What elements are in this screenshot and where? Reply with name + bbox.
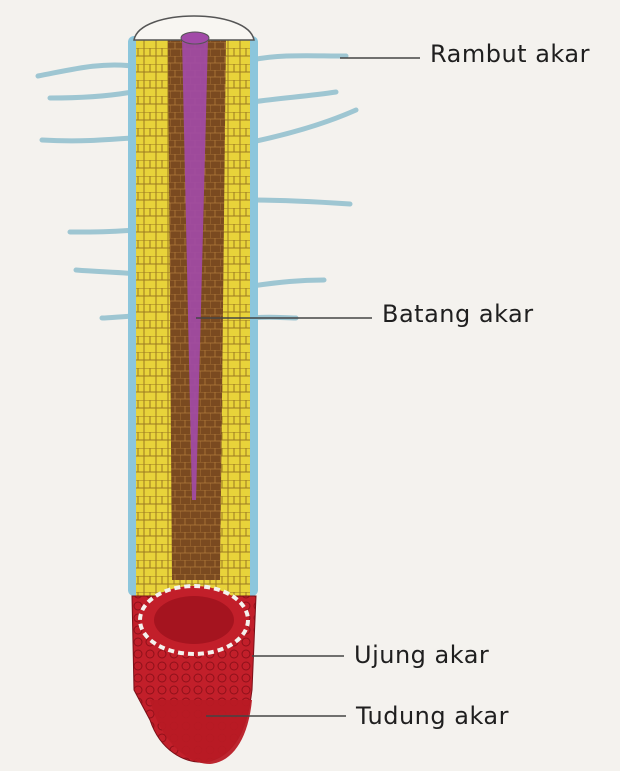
- label-root-cap: Tudung akar: [356, 702, 509, 730]
- root-hair: [252, 280, 324, 286]
- root-hair: [38, 65, 132, 76]
- root-hair: [76, 270, 136, 274]
- root-hair: [252, 110, 356, 142]
- root-tip-inner-core: [154, 596, 234, 644]
- root-cap: [150, 700, 252, 764]
- root-hairs-left: [38, 65, 138, 318]
- root-hair: [50, 92, 132, 98]
- root-hairs-right: [250, 56, 356, 318]
- root-hair: [70, 230, 134, 232]
- root-hair: [252, 56, 346, 60]
- label-root-hair: Rambut akar: [430, 40, 590, 68]
- root-hair: [250, 200, 350, 204]
- root-hair: [252, 92, 336, 102]
- label-root-tip: Ujung akar: [354, 641, 489, 669]
- vascular-top: [181, 32, 209, 44]
- label-root-stem: Batang akar: [382, 300, 534, 328]
- root-hair: [42, 138, 132, 141]
